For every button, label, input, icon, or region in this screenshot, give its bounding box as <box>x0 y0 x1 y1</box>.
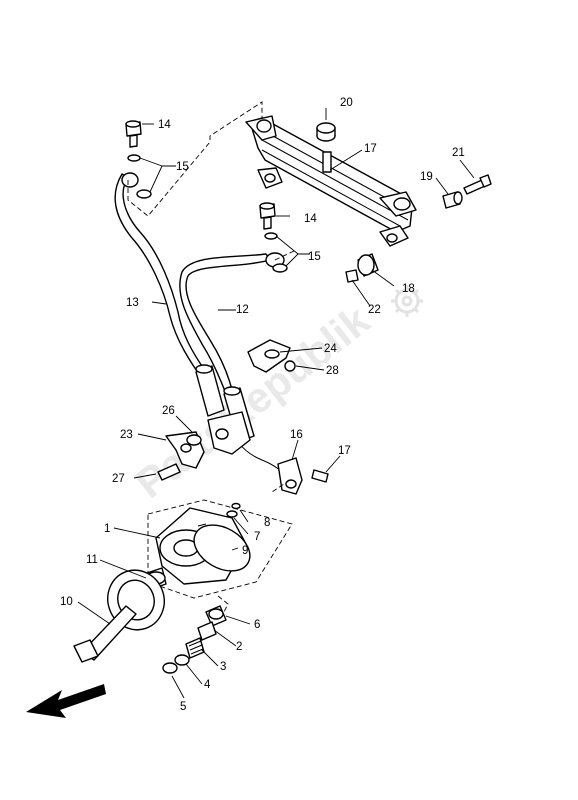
callout-5: 5 <box>180 701 186 713</box>
callout-13: 13 <box>126 297 139 309</box>
oil-cooler-radiator <box>245 115 417 247</box>
callout-16: 16 <box>290 429 303 441</box>
nut-23 <box>345 269 359 283</box>
callout-22: 21 <box>452 147 465 159</box>
callout-8: 8 <box>264 517 270 529</box>
callout-9: 9 <box>242 545 248 557</box>
clamp-16 <box>277 457 303 495</box>
callout-12: 12 <box>236 304 249 316</box>
washer-15-lower <box>264 232 288 273</box>
callout-3: 3 <box>220 661 226 673</box>
oil-pipe-13 <box>114 172 225 417</box>
valve-2 <box>197 621 217 641</box>
callout-25: 24 <box>324 343 337 355</box>
circlip-5 <box>162 662 178 674</box>
callout-1: 1 <box>104 523 110 535</box>
leader-lines <box>77 108 475 699</box>
callout-18: 17 <box>364 143 377 155</box>
callout-27: 27 <box>112 473 125 485</box>
front-direction-arrow-icon <box>26 684 106 718</box>
damper-21 <box>316 122 336 142</box>
callout-6: 6 <box>254 619 260 631</box>
damper-19 <box>357 253 379 277</box>
pipe-clamp-25 <box>247 339 291 373</box>
bolt-27 <box>157 463 181 481</box>
collar-26 <box>186 434 202 446</box>
bolt-17 <box>311 469 329 483</box>
callout-23: 22 <box>368 304 381 316</box>
drive-gear-10 <box>73 569 165 663</box>
nut-28 <box>284 360 296 372</box>
pipe-joint-block <box>207 411 251 455</box>
spring-3 <box>185 637 205 659</box>
callout-20: 19 <box>420 171 433 183</box>
callout-28: 28 <box>326 365 339 377</box>
callout-7: 7 <box>254 531 260 543</box>
bolt-14-upper <box>125 120 142 148</box>
bolt-14-lower <box>259 202 276 230</box>
callout-24: 23 <box>120 429 133 441</box>
o-ring-9 <box>193 524 251 572</box>
assembly-dashed-lines <box>127 101 297 613</box>
callout-19: 18 <box>402 283 415 295</box>
callout-15b: 15 <box>308 251 321 263</box>
gear-icon <box>391 285 423 317</box>
callout-15a: 15 <box>176 161 189 173</box>
callout-26: 26 <box>162 405 175 417</box>
callout-4: 4 <box>204 679 211 691</box>
washer-4 <box>174 654 190 666</box>
callout-labels: 14 15 20 17 21 19 14 15 18 22 13 12 24 2… <box>60 97 465 713</box>
callout-10: 10 <box>60 596 73 608</box>
callout-21: 20 <box>340 97 353 109</box>
callout-14a: 14 <box>158 119 171 131</box>
callout-14b: 14 <box>304 213 317 225</box>
dowel-7-8 <box>226 502 241 518</box>
bolt-22 <box>463 174 492 195</box>
callout-11: 11 <box>86 554 98 566</box>
callout-2: 2 <box>236 641 242 653</box>
collar-20 <box>442 191 463 209</box>
callout-17: 17 <box>338 445 351 457</box>
relief-valve-6 <box>205 605 227 627</box>
